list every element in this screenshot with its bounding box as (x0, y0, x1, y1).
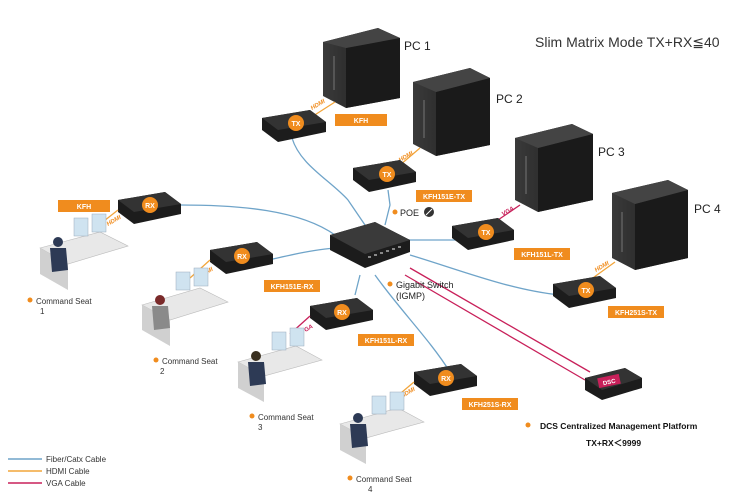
dcs-title: DCS Centralized Management Platform (540, 421, 698, 431)
seat-1-num: 1 (40, 307, 45, 316)
seat-2-num: 2 (160, 367, 165, 376)
rx-device-1: RX KFH (58, 192, 181, 224)
fiber-cable-rx3 (354, 274, 361, 296)
seat-1-monitor-icon (73, 217, 89, 237)
tx-4-model-badge (608, 306, 664, 318)
tx-1-mark: TX (292, 121, 301, 128)
rx-device-3: RX KFH151L-RX (310, 298, 414, 346)
dcs-platform: DSC DCS Centralized Management Platform … (525, 368, 698, 448)
tx-3-mark: TX (482, 230, 491, 237)
switch-label-2: (IGMP) (396, 291, 425, 301)
tx-1-model: KFH (354, 118, 368, 125)
tx-device-4: TX KFH251S-TX (553, 276, 664, 318)
rx-device-4: RX KFH251S-RX (414, 364, 518, 410)
seat-3-num: 3 (258, 423, 263, 432)
tx-3-model-badge (514, 248, 570, 260)
pc-1: PC 1 (323, 28, 431, 108)
rx3-cable-tag: VGA (300, 324, 314, 336)
rx-2-model-badge (264, 280, 320, 292)
poe-label: POE (400, 208, 419, 218)
seat-2-operator-icon (155, 295, 165, 305)
rx-2-mark: RX (237, 254, 247, 261)
seat-3-label: Command Seat (258, 413, 314, 422)
dcs-links (404, 267, 591, 381)
pc-2: PC 2 (413, 68, 523, 156)
seat-3-monitor-icon (271, 331, 287, 351)
seat-2-label: Command Seat (162, 357, 218, 366)
seat-4-monitor-icon (371, 395, 387, 415)
rx-4-mark: RX (441, 376, 451, 383)
rx-device-2: RX KFH151E-RX (210, 242, 320, 292)
legend-vga-label: VGA Cable (46, 479, 86, 488)
seat-1-operator-icon (53, 237, 63, 247)
seat-4-num: 4 (368, 485, 373, 494)
switch-label-1: Gigabit Switch (396, 280, 454, 290)
legend-fiber-label: Fiber/Catx Cable (46, 455, 107, 464)
command-seat-3: Command Seat 3 (237, 327, 323, 432)
rx-4-model-badge (462, 398, 518, 410)
rx-4-model: KFH251S-RX (469, 402, 512, 409)
legend: Fiber/Catx Cable HDMI Cable VGA Cable (8, 455, 107, 488)
pc-4-label: PC 4 (694, 202, 721, 216)
tx-device-1: TX KFH (262, 110, 387, 142)
command-seat-4: Command Seat 4 (339, 391, 425, 494)
seat-2-monitor-icon (175, 271, 191, 291)
seat-4-label: Command Seat (356, 475, 412, 484)
tx-3-model: KFH151L-TX (521, 252, 563, 259)
tx-1-model-badge (335, 114, 387, 126)
command-seat-2: Command Seat 2 (141, 267, 229, 376)
fiber-cable-tx1 (291, 137, 366, 226)
tx-device-3: TX KFH151L-TX (452, 218, 570, 260)
pc-2-label: PC 2 (496, 92, 523, 106)
seat-4-operator-icon (353, 413, 363, 423)
pc-1-label: PC 1 (404, 39, 431, 53)
pc-3-label: PC 3 (598, 145, 625, 159)
pc-4: PC 4 (612, 180, 721, 270)
tx-2-model: KFH151E-TX (423, 194, 465, 201)
gigabit-switch: Gigabit Switch (IGMP) (330, 222, 454, 301)
fiber-cable-tx4 (409, 254, 561, 296)
poe-dot (392, 209, 398, 215)
rx-1-model-badge (58, 200, 110, 212)
tx-2-mark: TX (383, 172, 392, 179)
rx-2-model: KFH151E-RX (271, 284, 314, 291)
seat-1-label: Command Seat (36, 297, 92, 306)
fiber-cable-tx2 (384, 189, 391, 226)
pc-3: PC 3 (515, 124, 625, 212)
tx-2-model-badge (416, 190, 472, 202)
seat-3-operator-icon (251, 351, 261, 361)
rx-1-model: KFH (77, 204, 91, 211)
command-seat-1: Command Seat 1 (27, 213, 129, 316)
dcs-mark: DSC (603, 379, 617, 388)
dcs-subtitle: TX+RX＜9999 (586, 438, 641, 448)
rx-3-model-badge (358, 334, 414, 346)
fiber-cable-rx1 (179, 204, 336, 236)
fiber-cable-rx4 (374, 274, 451, 373)
rx-3-mark: RX (337, 310, 347, 317)
tx-4-mark: TX (582, 288, 591, 295)
tx1-cable-tag: HDMI (310, 99, 327, 112)
rx-3-model: KFH151L-RX (365, 338, 408, 345)
tx-device-2: TX KFH151E-TX (353, 160, 472, 202)
tx3-cable-tag: VGA (501, 206, 515, 218)
legend-hdmi-label: HDMI Cable (46, 467, 90, 476)
tx-4-model: KFH251S-TX (615, 310, 657, 317)
diagram-title: Slim Matrix Mode TX+RX≦40 (535, 34, 720, 50)
rx-1-mark: RX (145, 203, 155, 210)
